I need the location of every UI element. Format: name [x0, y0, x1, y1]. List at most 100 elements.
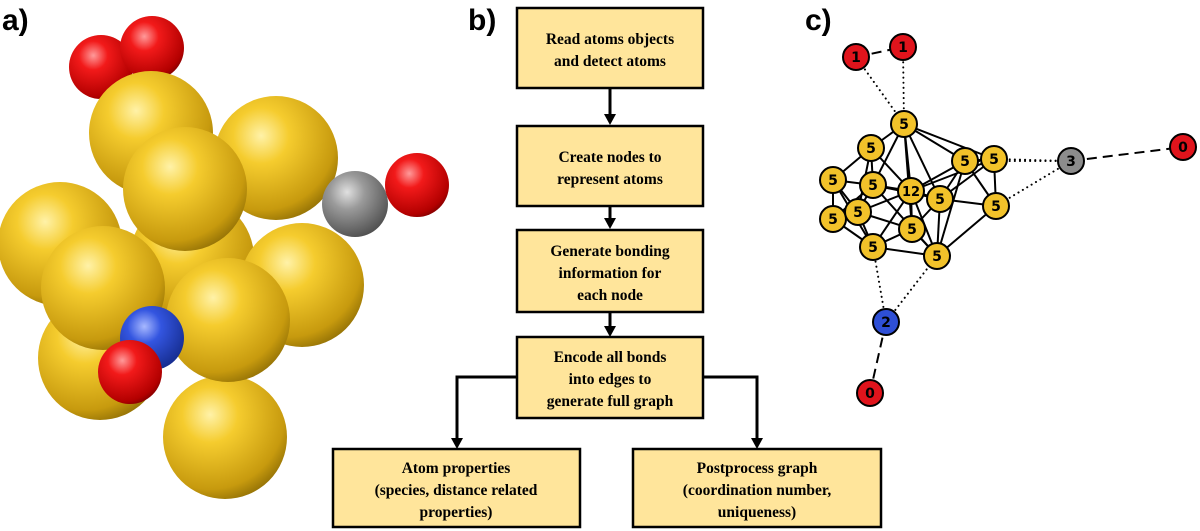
- flow-step-line: and detect atoms: [554, 53, 666, 70]
- graph-node-circle: [819, 166, 847, 194]
- graph-node-nitrogen: 2: [872, 308, 900, 336]
- graph-node-label: 12: [902, 185, 920, 200]
- graph-node-label: 5: [868, 178, 878, 194]
- bond-dotted: [995, 160, 1072, 207]
- graph-node-circle: [844, 198, 872, 226]
- graph-node-gold: 12: [897, 177, 925, 205]
- panel-label-c: c): [805, 4, 832, 37]
- graph-node-circle: [897, 177, 925, 205]
- flow-step-line: properties): [420, 504, 493, 521]
- bond-dashed: [869, 321, 887, 394]
- bond-solid: [910, 158, 995, 192]
- graph-node-circle: [872, 308, 900, 336]
- graph-node-circle: [889, 33, 917, 61]
- flow-step-line: uniqueness): [718, 504, 796, 521]
- graph-node-gold: 5: [844, 198, 872, 226]
- flow-step-line: Postprocess graph: [697, 460, 818, 477]
- graph-node-oxygen: 0: [856, 379, 884, 407]
- graph-node-gold: 5: [890, 110, 918, 138]
- graph-node-gold: 5: [982, 192, 1010, 220]
- flow-step-bonding: Generate bonding information for each no…: [515, 228, 705, 314]
- graph-node-gold: 5: [819, 205, 847, 233]
- gold-atom: [163, 375, 287, 499]
- graph-node-label: 1: [851, 50, 861, 66]
- graph-node-label: 5: [828, 212, 838, 228]
- graph-node-circle: [898, 215, 926, 243]
- flow-step-line: Encode all bonds: [554, 349, 667, 366]
- gold-atom: [123, 127, 247, 251]
- graph-node-gold: 5: [859, 171, 887, 199]
- graph-edges: [832, 46, 1184, 394]
- flow-step-line: each node: [577, 287, 643, 304]
- graph-node-gold: 5: [898, 215, 926, 243]
- bond-dotted: [855, 56, 905, 125]
- graph-node-gold: 5: [857, 134, 885, 162]
- graph-node-oxygen: 1: [889, 33, 917, 61]
- flow-step-line: information for: [559, 265, 662, 282]
- flow-step-encode: Encode all bonds into edges to generate …: [515, 335, 705, 420]
- graph-node-gold: 5: [819, 166, 847, 194]
- graph-node-oxygen: 1: [842, 43, 870, 71]
- flowchart: Read atoms objects and detect atoms Crea…: [331, 6, 883, 529]
- arrowhead: [604, 114, 616, 125]
- bond-solid: [936, 160, 966, 257]
- graph-node-circle: [842, 43, 870, 71]
- graph-node-circle: [982, 192, 1010, 220]
- graph-node-label: 5: [932, 249, 942, 265]
- graph-node-label: 5: [853, 205, 863, 221]
- flow-step-line: Create nodes to: [558, 149, 661, 166]
- carbon-atom: [322, 171, 388, 237]
- arrowhead: [604, 326, 616, 337]
- graph-node-gold: 5: [923, 242, 951, 270]
- graph-node-gold: 5: [951, 147, 979, 175]
- graph-node-gold: 5: [859, 233, 887, 261]
- bond-dotted: [885, 255, 938, 323]
- flow-step-line: into edges to: [569, 371, 652, 388]
- connector-line: [455, 375, 517, 440]
- graph-node-label: 5: [866, 141, 876, 157]
- panel-label-b: b): [468, 4, 496, 37]
- arrowhead: [604, 218, 616, 229]
- flow-step-line: generate full graph: [547, 393, 674, 410]
- graph-node-gold: 5: [980, 145, 1008, 173]
- arrowhead: [751, 438, 763, 449]
- graph-node-circle: [856, 379, 884, 407]
- flow-step-atom-properties: Atom properties (species, distance relat…: [331, 447, 582, 529]
- oxygen-atom: [385, 153, 449, 217]
- flow-step-line: Read atoms objects: [546, 31, 674, 48]
- graph-node-circle: [951, 147, 979, 175]
- flow-step-line: Generate bonding: [550, 243, 670, 260]
- oxygen-atom: [98, 340, 162, 404]
- graph-node-circle: [890, 110, 918, 138]
- graph-node-circle: [859, 233, 887, 261]
- panel-label-a: a): [2, 4, 29, 37]
- graph-node-gold: 5: [926, 185, 954, 213]
- graph-node-label: 5: [960, 154, 970, 170]
- graph-node-label: 1: [898, 40, 908, 56]
- graph-node-label: 0: [865, 386, 875, 402]
- graph-node-circle: [923, 242, 951, 270]
- graph-node-label: 5: [989, 152, 999, 168]
- oxygen-atom: [120, 16, 184, 80]
- connector-line: [703, 375, 759, 440]
- flow-step-nodes: Create nodes to represent atoms: [515, 124, 705, 208]
- graph-node-label: 5: [899, 117, 909, 133]
- graph-node-label: 5: [828, 173, 838, 189]
- flow-step-line: (species, distance related: [375, 482, 538, 499]
- graph-node-label: 5: [991, 199, 1001, 215]
- graph-node-label: 2: [881, 315, 891, 331]
- graph-node-circle: [980, 145, 1008, 173]
- graph-node-label: 5: [935, 192, 945, 208]
- graph-node-circle: [859, 171, 887, 199]
- bond-solid: [903, 123, 995, 160]
- flow-step-line: represent atoms: [557, 171, 663, 188]
- graph-node-circle: [1169, 133, 1197, 161]
- flowchart-connectors: [451, 88, 763, 449]
- graph-node-label: 5: [868, 240, 878, 256]
- graph-node-label: 3: [1066, 154, 1076, 170]
- flow-step-line: Atom properties: [402, 460, 511, 477]
- molecule-rendering: [0, 16, 449, 499]
- flow-step-read: Read atoms objects and detect atoms: [515, 6, 705, 90]
